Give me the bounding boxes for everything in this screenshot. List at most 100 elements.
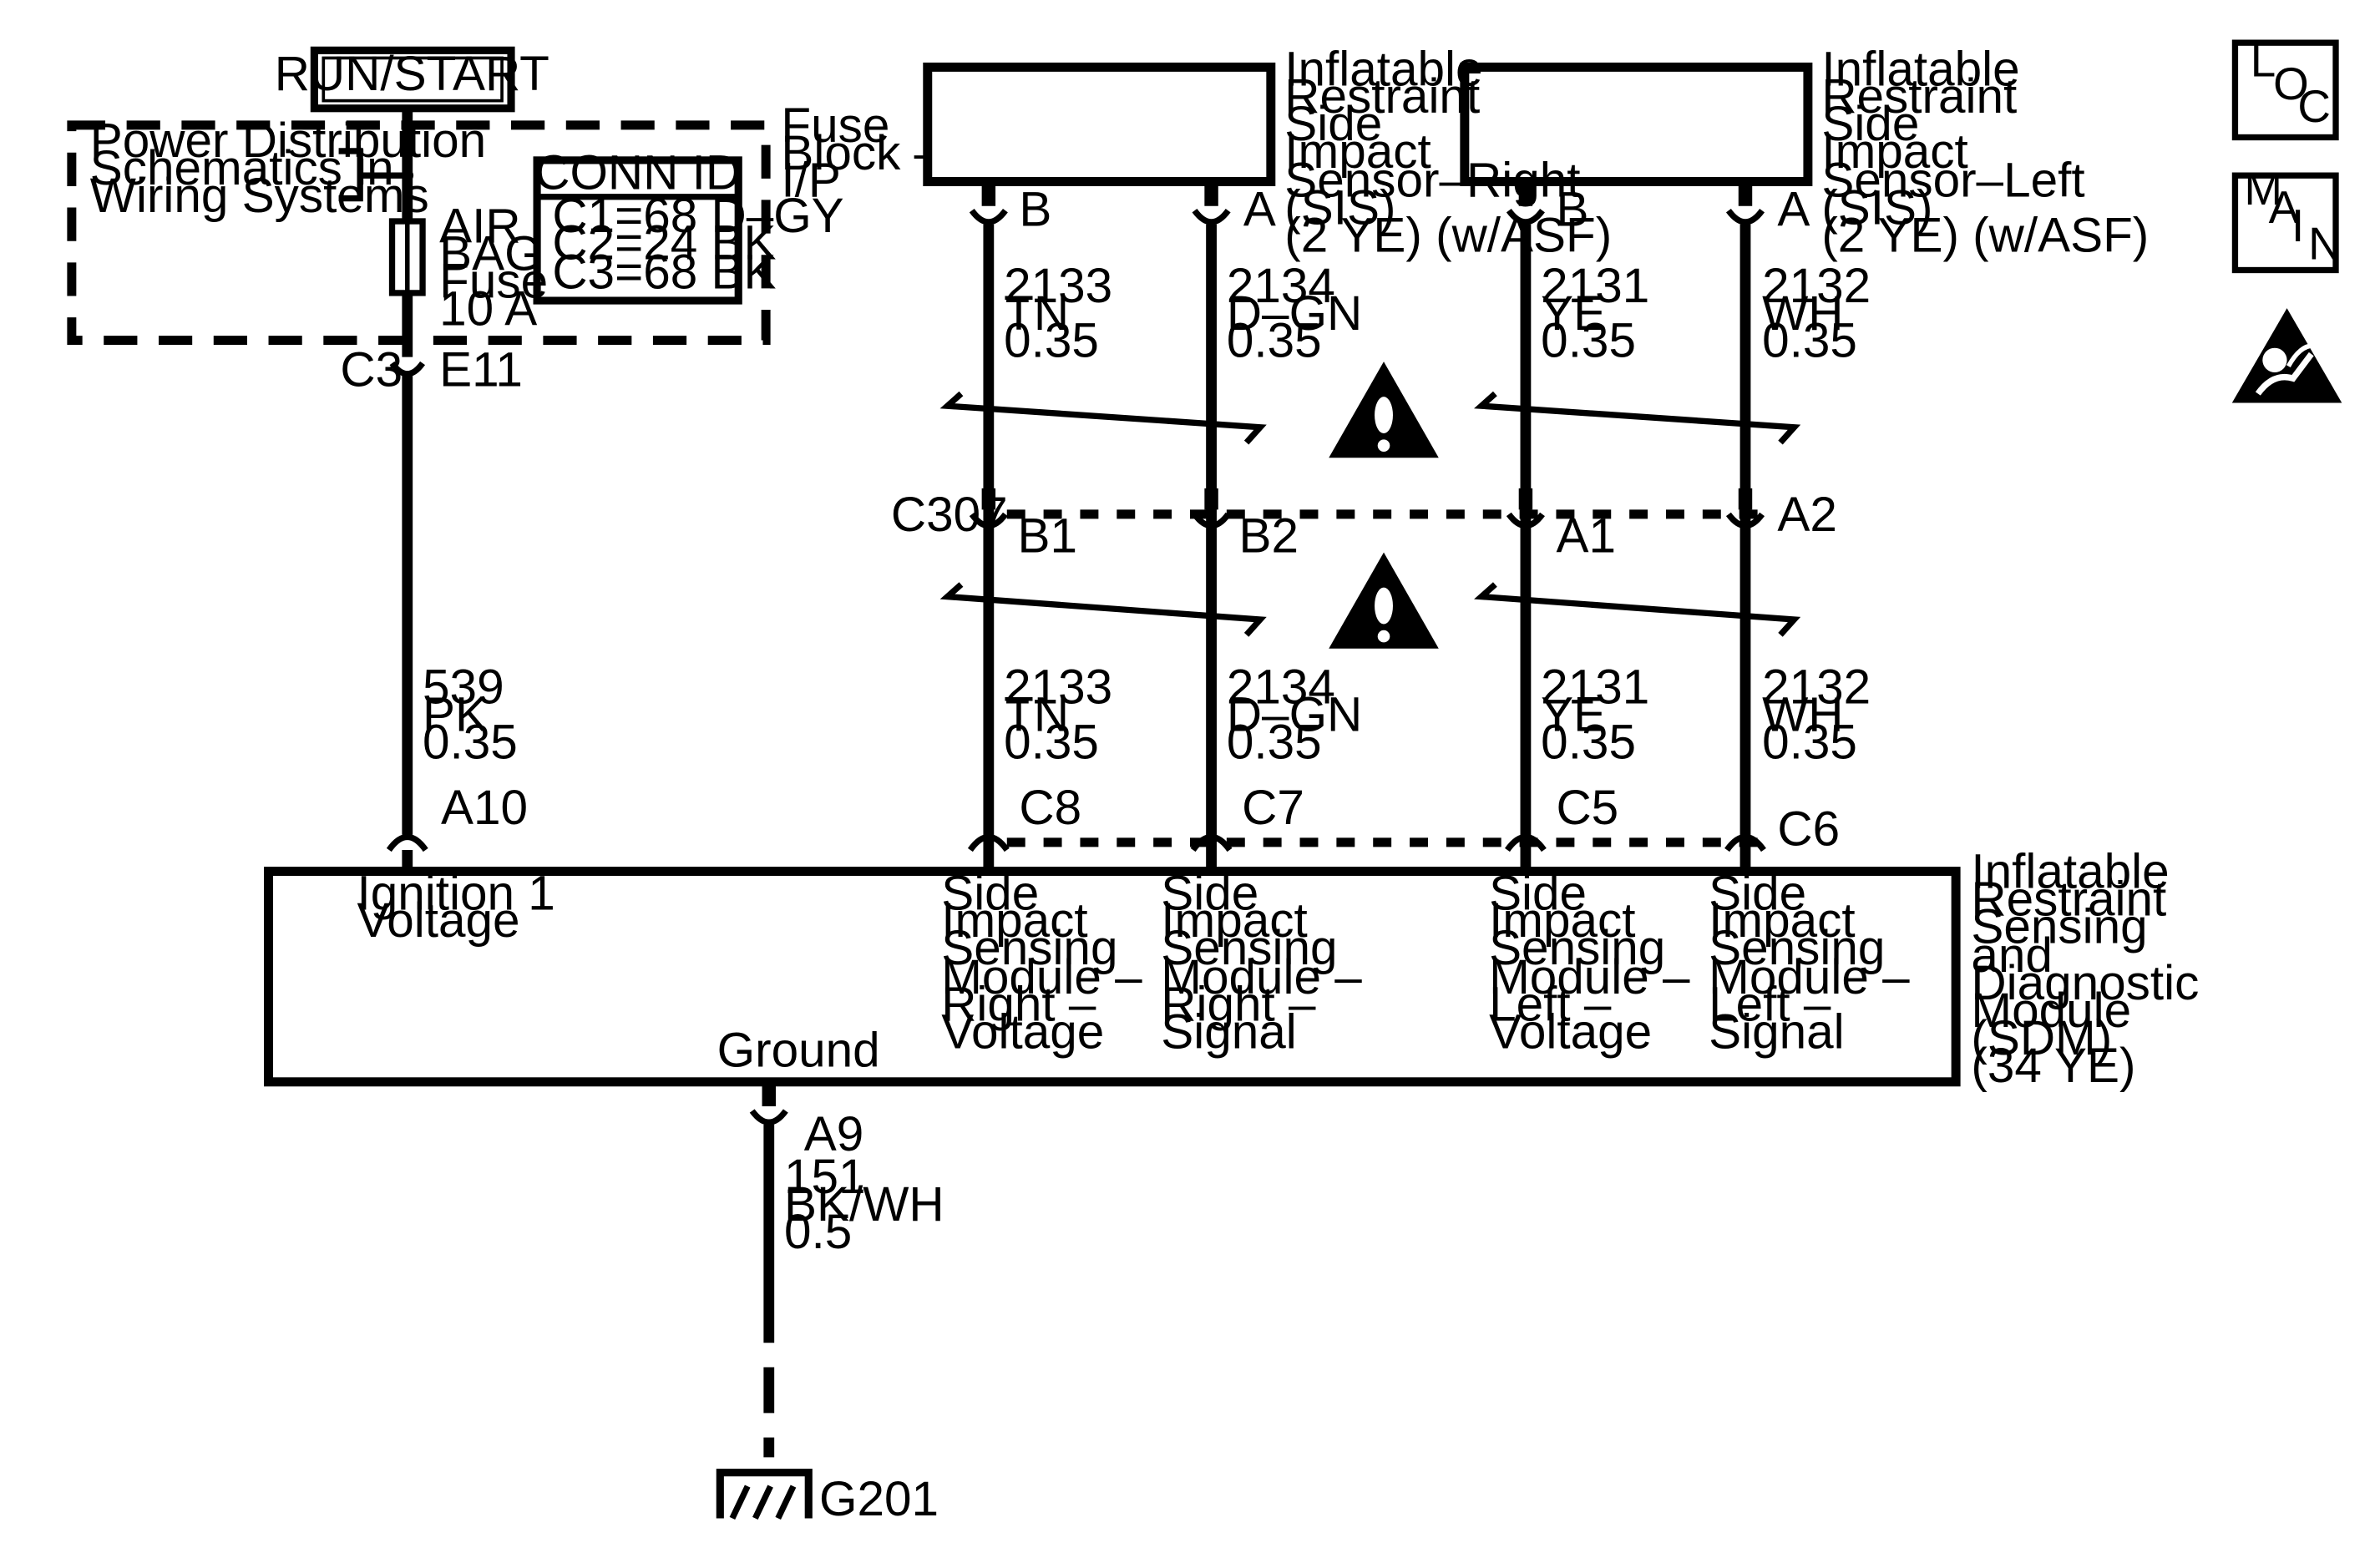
svg-text:Module –: Module – bbox=[941, 950, 1142, 1004]
svg-text:(34 YE): (34 YE) bbox=[1971, 1039, 2135, 1093]
sdm-pin-c6: C6 bbox=[1777, 802, 1840, 856]
conn-id-title: CONN ID bbox=[534, 146, 741, 200]
sdm-pin-c8: C8 bbox=[1019, 781, 1081, 835]
svg-text:0.35: 0.35 bbox=[1541, 314, 1636, 368]
svg-text:Module –: Module – bbox=[1709, 950, 1910, 1004]
sensor-right-box bbox=[923, 62, 1276, 186]
c307-pin-a2: A2 bbox=[1777, 488, 1837, 542]
sdm-col1-label: Side Impact Sensing Module – Right – Vol… bbox=[941, 866, 1142, 1059]
svg-text:(SIS): (SIS) bbox=[1284, 181, 1395, 235]
svg-text:(2 YE) (w/ASF): (2 YE) (w/ASF) bbox=[1284, 209, 1612, 263]
sdm-ign-label-2: Voltage bbox=[357, 893, 520, 948]
svg-text:Inflatable: Inflatable bbox=[1971, 845, 2169, 899]
fuse-conn-label: C3 bbox=[340, 342, 403, 397]
fuse-label-2: BAG bbox=[439, 226, 542, 281]
sdm-col2-label: Side Impact Sensing Module – Right – Sig… bbox=[1161, 866, 1362, 1059]
svg-text:TN: TN bbox=[1004, 286, 1069, 341]
svg-text:Module –: Module – bbox=[1489, 950, 1690, 1004]
svg-text:WH: WH bbox=[1762, 286, 1843, 341]
sdm-pin-a10-label: A10 bbox=[441, 781, 528, 835]
sensor-pins bbox=[969, 181, 1765, 225]
ground-pin-a9 bbox=[749, 1109, 788, 1126]
svg-text:Restraint: Restraint bbox=[1971, 873, 2166, 927]
svg-text:2132: 2132 bbox=[1762, 259, 1871, 313]
svg-text:Inflatable: Inflatable bbox=[1284, 42, 1482, 96]
twisted-pair-markers bbox=[939, 391, 1801, 637]
svg-text:Sensor–Left: Sensor–Left bbox=[1821, 154, 2084, 208]
ground-name: G201 bbox=[819, 1472, 939, 1526]
ign-wire-color: PK bbox=[423, 687, 488, 741]
svg-text:0.35: 0.35 bbox=[1227, 715, 1322, 769]
svg-text:Right –: Right – bbox=[1161, 978, 1316, 1032]
conn-c3: C3=68 BK bbox=[552, 245, 776, 299]
svg-text:Signal: Signal bbox=[1709, 1005, 1845, 1060]
svg-text:I: I bbox=[2291, 200, 2304, 251]
svg-text:Impact: Impact bbox=[1709, 893, 1855, 948]
sensor-right-pin-a: A bbox=[1243, 182, 1276, 236]
svg-text:0.35: 0.35 bbox=[1762, 715, 1857, 769]
svg-text:0.35: 0.35 bbox=[1004, 715, 1099, 769]
svg-text:YE: YE bbox=[1541, 286, 1606, 341]
svg-text:Inflatable: Inflatable bbox=[1821, 42, 2019, 96]
svg-text:N: N bbox=[2308, 218, 2342, 270]
svg-text:Impact: Impact bbox=[1489, 893, 1635, 948]
run-start-box: RUN/START bbox=[275, 46, 549, 113]
sdm-module-box bbox=[264, 867, 1961, 1087]
svg-text:0.35: 0.35 bbox=[1227, 314, 1322, 368]
pd-text-1: Power Distribution bbox=[90, 114, 486, 168]
loc-button[interactable]: L O C bbox=[2231, 34, 2339, 141]
sensor-left-label: Inflatable Restraint Side Impact Sensor–… bbox=[1821, 42, 2149, 262]
signal-wires bbox=[983, 224, 1751, 850]
sdm-ign-label-1: Ignition 1 bbox=[357, 866, 555, 920]
svg-text:Module: Module bbox=[1971, 984, 2131, 1038]
airbag-warning-icon[interactable] bbox=[2231, 308, 2342, 403]
connector-c3-e11 bbox=[389, 361, 426, 377]
svg-text:Signal: Signal bbox=[1161, 1005, 1297, 1060]
ground-wire-gauge: 0.5 bbox=[784, 1205, 852, 1259]
svg-text:C: C bbox=[2297, 80, 2331, 132]
sdm-pin-c5: C5 bbox=[1556, 781, 1618, 835]
svg-text:Diagnostic: Diagnostic bbox=[1971, 956, 2199, 1010]
ground-wire-color: BK/WH bbox=[784, 1177, 944, 1232]
svg-text:2132: 2132 bbox=[1762, 660, 1871, 715]
lower-wire-labels: 2133 TN 0.35 2134 D–GN 0.35 2131 YE 0.35… bbox=[1004, 660, 1871, 770]
ign-wire-circuit: 539 bbox=[423, 660, 504, 715]
connector-c307 bbox=[969, 488, 1770, 529]
svg-text:Left –: Left – bbox=[1709, 978, 1831, 1032]
svg-text:Sensing: Sensing bbox=[1709, 921, 1885, 975]
svg-text:Side: Side bbox=[1489, 866, 1587, 920]
svg-text:Right –: Right – bbox=[941, 978, 1096, 1032]
fuse-pin-label: E11 bbox=[439, 342, 523, 397]
svg-text:Restraint: Restraint bbox=[1284, 69, 1480, 124]
fuse-label-1: AIR bbox=[439, 200, 520, 254]
sensor-right-pin-b: B bbox=[1019, 182, 1051, 236]
svg-text:Restraint: Restraint bbox=[1821, 69, 2017, 124]
c307-pin-b1: B1 bbox=[1018, 509, 1078, 564]
svg-text:D–GN: D–GN bbox=[1227, 687, 1362, 741]
svg-text:Voltage: Voltage bbox=[941, 1005, 1104, 1060]
svg-text:O: O bbox=[2273, 58, 2309, 109]
svg-text:Impact: Impact bbox=[941, 893, 1087, 948]
svg-text:YE: YE bbox=[1541, 687, 1606, 741]
svg-text:D–GN: D–GN bbox=[1227, 286, 1362, 341]
conn-id-box: CONN ID C1=68 D–GY C2=24 BK C3=68 BK bbox=[533, 146, 844, 305]
sensor-left-pin-a: A bbox=[1777, 182, 1810, 236]
svg-text:M: M bbox=[2244, 163, 2282, 215]
svg-text:0.35: 0.35 bbox=[1004, 314, 1099, 368]
svg-text:Module –: Module – bbox=[1161, 950, 1362, 1004]
sensor-left-pin-b: B bbox=[1556, 182, 1588, 236]
c307-pin-a1: A1 bbox=[1556, 509, 1616, 564]
sensor-left-box bbox=[1460, 62, 1813, 186]
fuse-block-outline bbox=[67, 120, 771, 346]
svg-text:Side: Side bbox=[1161, 866, 1258, 920]
svg-text:Impact: Impact bbox=[1284, 124, 1431, 179]
svg-text:A: A bbox=[2269, 181, 2300, 233]
svg-text:2134: 2134 bbox=[1227, 259, 1335, 313]
fuse-label-3: Fuse bbox=[439, 254, 548, 308]
sdm-ground-label: Ground bbox=[717, 1023, 880, 1077]
fuse-block-text-2: Block – bbox=[781, 126, 941, 180]
pd-bracket bbox=[338, 148, 408, 202]
svg-text:0.35: 0.35 bbox=[1541, 715, 1636, 769]
main-button[interactable]: M A I N bbox=[2231, 163, 2342, 274]
svg-text:Left –: Left – bbox=[1489, 978, 1612, 1032]
